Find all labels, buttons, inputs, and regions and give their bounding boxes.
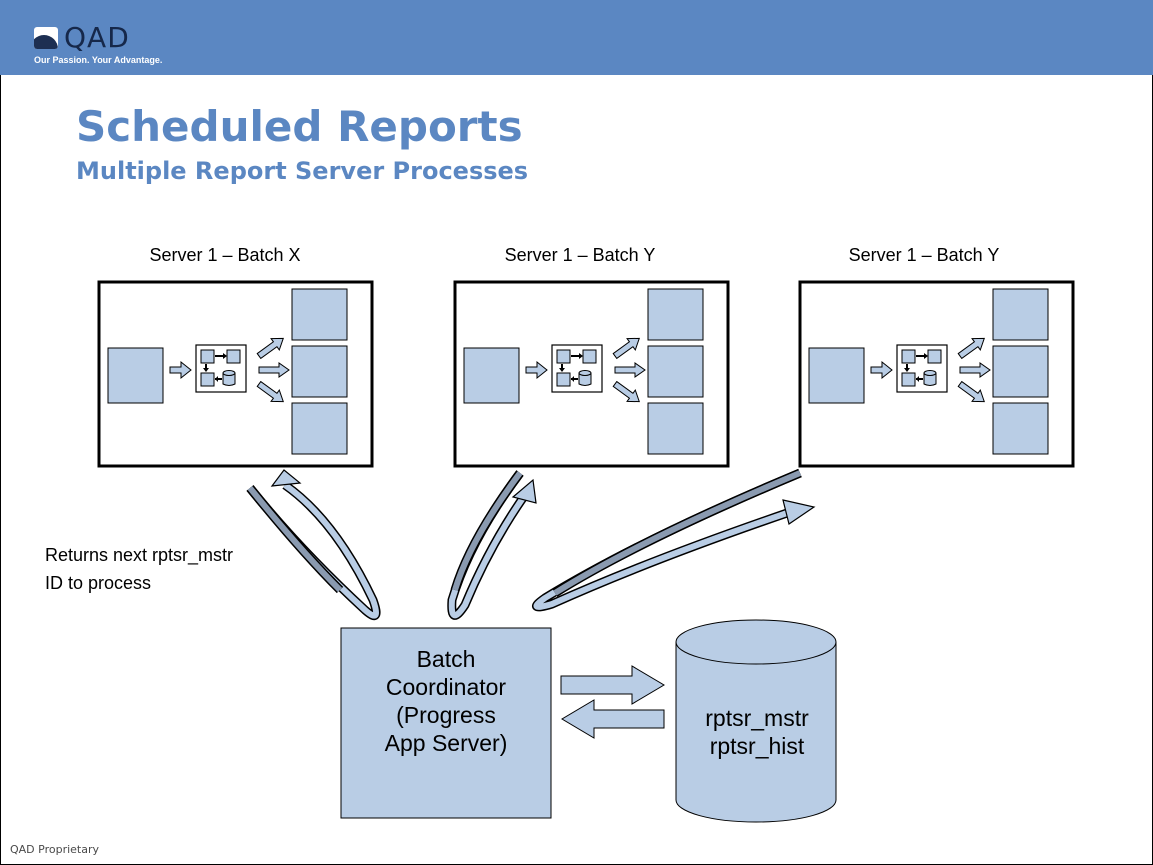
header-bar: QAD Our Passion. Your Advantage. (0, 0, 1153, 75)
coordinator-line-1: Batch (416, 646, 476, 672)
server-box-1 (99, 282, 372, 466)
curved-arrow-server-1 (246, 469, 381, 621)
returns-note-line-1: Returns next rptsr_mstr (45, 545, 234, 565)
database-line-1: rptsr_mstr (705, 705, 809, 731)
arrow-to-database (560, 665, 665, 705)
page-title: Scheduled Reports (76, 102, 523, 151)
database-line-2: rptsr_hist (709, 733, 805, 759)
database-cylinder (675, 619, 837, 823)
footer-text: QAD Proprietary (10, 843, 100, 856)
coordinator-line-3: (Progress (396, 702, 496, 728)
server-label-3: Server 1 – Batch Y (848, 245, 1000, 265)
batch-coordinator-box (340, 627, 552, 819)
server-label-2: Server 1 – Batch Y (504, 245, 656, 265)
batch-coordinator-label: Batch Coordinator (Progress App Server) (341, 645, 551, 757)
curved-arrow-server-2 (447, 470, 537, 620)
arrow-from-database (561, 699, 665, 739)
server-box-3 (800, 282, 1073, 466)
database-label: rptsr_mstr rptsr_hist (677, 704, 837, 760)
returns-note: Returns next rptsr_mstr ID to process (45, 541, 233, 597)
curved-arrow-server-3 (532, 468, 816, 612)
page-subtitle: Multiple Report Server Processes (76, 157, 529, 185)
qad-logo-icon (34, 27, 58, 49)
coordinator-line-4: App Server) (384, 730, 508, 756)
coordinator-line-2: Coordinator (385, 674, 507, 700)
server-box-2 (455, 282, 728, 466)
returns-note-line-2: ID to process (45, 573, 152, 593)
logo-tagline: Our Passion. Your Advantage. (34, 55, 163, 65)
server-label-1: Server 1 – Batch X (149, 245, 301, 265)
logo-text: QAD (64, 21, 130, 54)
